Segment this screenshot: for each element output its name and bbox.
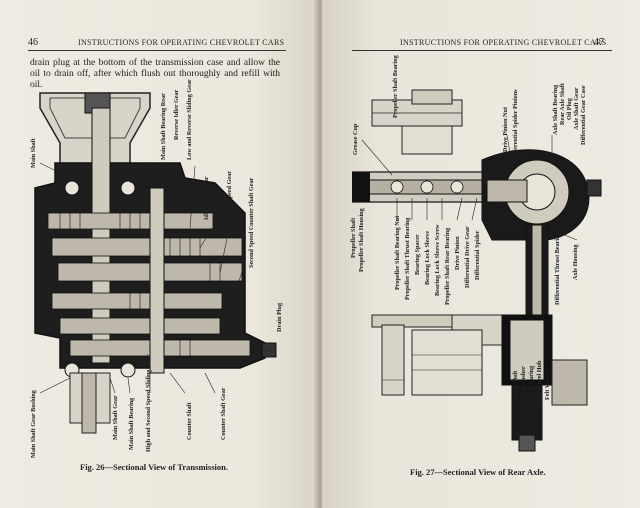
label-propeller-shaft-bearing-nut: Propeller Shaft Bearing Nut [394, 215, 401, 290]
label-low-speed-gear: Low Speed Gear [226, 171, 233, 215]
label-drain-plug: Drain Plug [276, 302, 283, 332]
label-rear-wheel-hub: Rear Wheel Hub [536, 360, 543, 405]
label-axle-shaft-bearing: Axle Shaft Bearing [552, 84, 559, 135]
running-header: INSTRUCTIONS FOR OPERATING CHEVROLET CAR… [400, 38, 607, 47]
label-main-shaft-gear-bushing: Main Shaft Gear Bushing [30, 390, 37, 458]
page-number: 47 [594, 37, 604, 48]
label-grease-cup: Grease Cup [352, 123, 359, 155]
label-bearing-spacer: Bearing Spacer [414, 234, 421, 275]
label-differential-drive-gear: Differential Drive Gear [464, 226, 471, 288]
label-differential-gear-case: Differential Gear Case [580, 85, 587, 145]
label-rear-axle-shaft: Rear Axle Shaft [559, 83, 566, 125]
label-low-reverse-sliding-gear: Low and Reverse Sliding Gear [186, 79, 193, 160]
running-header: INSTRUCTIONS FOR OPERATING CHEVROLET CAR… [78, 38, 285, 47]
label-differential-pinion: Differential Spider Pinions [512, 89, 519, 160]
label-bearing-lock-sleeve: Bearing Lock Sleeve [424, 231, 431, 285]
label-high-second-sliding-gear: High and Second Speed Sliding Gear [145, 354, 152, 452]
label-reverse-idler-gear: Reverse Idler Gear [173, 89, 180, 140]
label-drive-pinion-nut: Drive Pinion Nut [502, 106, 509, 152]
label-main-shaft-bearing: Main Shaft Bearing [128, 397, 135, 450]
header-rule [28, 50, 286, 51]
label-felt-washer: Felt Washer [544, 367, 551, 400]
label-second-speed-counter-shaft-gear: Second Speed Counter Shaft Gear [248, 177, 255, 268]
figure-caption: Fig. 26—Sectional View of Transmission. [80, 462, 228, 472]
label-main-shaft-bearing-rear: Main Shaft Bearing Rear [160, 93, 167, 160]
body-paragraph: drain plug at the bottom of the transmis… [30, 58, 280, 90]
label-bearing-lock-sleeve-screw: Bearing Lock Sleeve Screw [434, 224, 441, 296]
label-axle-shaft-gear: Axle Shaft Gear [573, 87, 580, 130]
label-differential-spider: Differential Spider [474, 230, 481, 280]
page-number: 46 [28, 37, 38, 48]
label-main-shaft: Main Shaft [30, 138, 37, 168]
rear-axle-diagram [352, 89, 602, 452]
label-drive-pinion: Drive Pinion [454, 236, 461, 270]
label-hub-bearing: Hub Bearing [528, 365, 535, 400]
label-idler-shaft-gear: Idler Shaft Gear [203, 176, 210, 220]
label-axle-housing: Axle Housing [572, 244, 579, 280]
label-counter-shaft: Counter Shaft [186, 402, 193, 440]
label-propeller-shaft: Propeller Shaft [350, 217, 357, 258]
page-46: 46 INSTRUCTIONS FOR OPERATING CHEVROLET … [0, 0, 318, 508]
label-propeller-shaft-bearing: Propeller Shaft Bearing [392, 55, 399, 118]
label-propeller-shaft-thrust-bearing: Propeller Shaft Thrust Bearing [404, 217, 411, 300]
label-oil-plug: Oil Plug [566, 98, 573, 120]
label-differential-thrust-bearing: Differential Thrust Bearing [554, 232, 561, 305]
page-47: INSTRUCTIONS FOR OPERATING CHEVROLET CAR… [322, 0, 640, 508]
figure-caption: Fig. 27—Sectional View of Rear Axle. [410, 467, 546, 477]
label-main-shaft-gear: Main Shaft Gear [112, 395, 119, 440]
label-propeller-shaft-housing: Propeller Shaft Housing [358, 208, 365, 272]
transmission-diagram [34, 92, 277, 434]
label-axle-washer: Axle Washer [520, 366, 527, 400]
label-counter-shaft-gear: Counter Shaft Gear [220, 387, 227, 440]
label-hub-bolt: Hub Bolt [512, 370, 519, 395]
header-rule [352, 50, 612, 51]
label-propeller-shaft-rear-bearing: Propeller Shaft Rear Bearing [444, 227, 451, 305]
